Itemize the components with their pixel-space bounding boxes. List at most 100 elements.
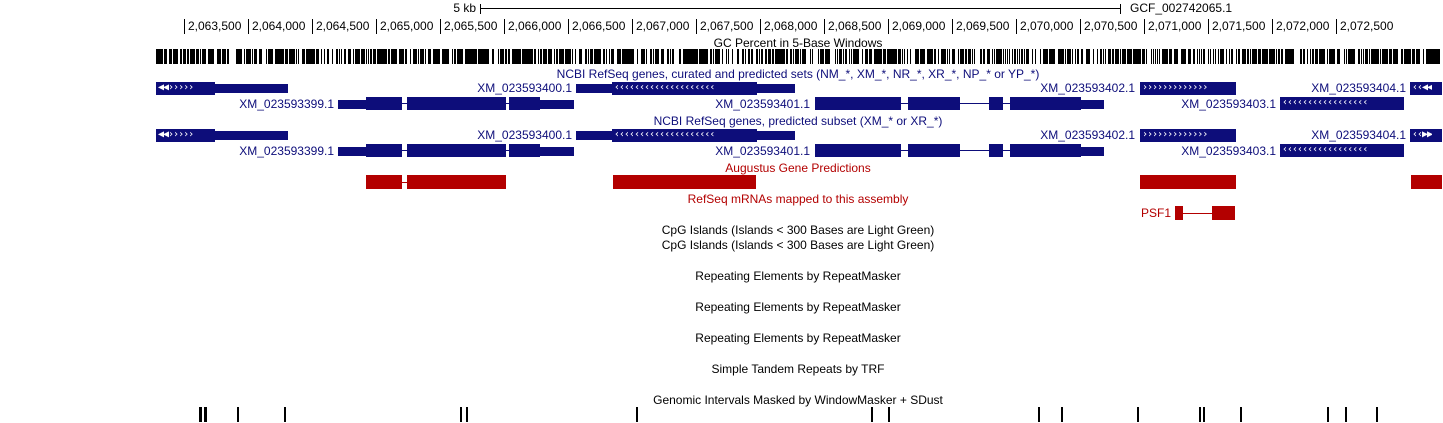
masked-interval[interactable] bbox=[204, 407, 207, 422]
ruler-tick bbox=[1272, 19, 1273, 34]
gc-window bbox=[777, 49, 778, 64]
gene-label-xm402[interactable]: XM_023593402.1 bbox=[1040, 81, 1135, 95]
track-title-rmsk-2[interactable]: Repeating Elements by RepeatMasker bbox=[695, 300, 901, 314]
pred-label-xm400[interactable]: XM_023593400.1 bbox=[477, 128, 572, 142]
track-title-windowmasker[interactable]: Genomic Intervals Masked by WindowMasker… bbox=[653, 393, 943, 407]
track-title-gc-percent[interactable]: GC Percent in 5-Base Windows bbox=[713, 36, 883, 50]
gc-window bbox=[597, 49, 598, 64]
gene-xm402-exon-b[interactable] bbox=[908, 97, 960, 110]
pred-xm399-exon-a[interactable]: ◀◀››››› bbox=[156, 129, 215, 142]
augustus-exon-c[interactable] bbox=[613, 175, 756, 189]
masked-interval[interactable] bbox=[237, 407, 239, 422]
masked-interval[interactable] bbox=[466, 407, 468, 422]
gc-window bbox=[1190, 49, 1191, 64]
gene-label-xm399[interactable]: XM_023593399.1 bbox=[239, 97, 334, 111]
masked-interval[interactable] bbox=[460, 407, 462, 422]
gc-window bbox=[922, 49, 923, 64]
masked-interval[interactable] bbox=[284, 407, 286, 422]
pred-label-xm404[interactable]: XM_023593404.1 bbox=[1311, 128, 1406, 142]
mrna-psf1-exon-b[interactable] bbox=[1212, 206, 1235, 220]
gene-xm399-exon-a[interactable]: ◀◀››››› bbox=[156, 82, 215, 95]
pred-xm400-utr-a[interactable] bbox=[576, 131, 612, 140]
gc-window bbox=[668, 49, 669, 64]
gc-window bbox=[1082, 49, 1083, 64]
pred-xm402-exon-c[interactable] bbox=[989, 144, 1003, 157]
pred-xm400-utr-b[interactable] bbox=[757, 131, 795, 140]
masked-interval[interactable] bbox=[888, 407, 890, 422]
pred-xm402-exon-a[interactable] bbox=[815, 144, 901, 157]
gene-label-xm403[interactable]: XM_023593403.1 bbox=[1181, 97, 1276, 111]
gc-window bbox=[624, 49, 625, 64]
track-title-trf[interactable]: Simple Tandem Repeats by TRF bbox=[711, 362, 885, 376]
gc-window bbox=[628, 49, 629, 64]
pred-xm401-exon-c[interactable] bbox=[509, 144, 540, 157]
gene-xm402-exon-a[interactable] bbox=[815, 97, 901, 110]
gene-xm402-utr[interactable] bbox=[1081, 100, 1104, 109]
pred-label-xm401[interactable]: XM_023593401.1 bbox=[715, 144, 810, 158]
pred-label-xm402[interactable]: XM_023593402.1 bbox=[1040, 128, 1135, 142]
pred-xm403-exon[interactable]: ‹‹‹‹‹‹‹‹‹‹‹‹‹‹‹‹‹ bbox=[1280, 144, 1404, 157]
masked-interval[interactable] bbox=[1061, 407, 1063, 422]
gene-xm402-exon-c[interactable] bbox=[989, 97, 1003, 110]
masked-interval[interactable] bbox=[1345, 407, 1347, 422]
pred-xm400-exon[interactable]: ‹‹‹‹‹‹‹‹‹‹‹‹‹‹‹‹‹‹‹‹ bbox=[612, 129, 757, 142]
mrna-psf1-exon-a[interactable] bbox=[1175, 206, 1183, 220]
track-title-refseq-all[interactable]: NCBI RefSeq genes, curated and predicted… bbox=[556, 67, 1040, 81]
pred-xm401-exon-a[interactable] bbox=[366, 144, 402, 157]
gc-window bbox=[855, 49, 856, 64]
gene-label-xm400[interactable]: XM_023593400.1 bbox=[477, 81, 572, 95]
masked-interval[interactable] bbox=[1199, 407, 1201, 422]
gene-label-xm404[interactable]: XM_023593404.1 bbox=[1311, 81, 1406, 95]
gene-xm403-exon[interactable]: ‹‹‹‹‹‹‹‹‹‹‹‹‹‹‹‹‹ bbox=[1280, 97, 1404, 110]
track-title-rmsk-1[interactable]: Repeating Elements by RepeatMasker bbox=[695, 269, 901, 283]
gene-xm401-exon-a[interactable] bbox=[366, 97, 402, 110]
mrna-label-psf1[interactable]: PSF1 bbox=[1140, 206, 1171, 220]
pred-xm399-utr[interactable] bbox=[215, 131, 288, 140]
ruler-tick-label: 2,067,000 bbox=[636, 19, 690, 33]
masked-interval[interactable] bbox=[871, 407, 873, 422]
masked-interval[interactable] bbox=[1137, 407, 1139, 422]
pred-xm404-exon[interactable]: ‹‹▶▶ bbox=[1410, 129, 1442, 142]
masked-interval[interactable] bbox=[1240, 407, 1242, 422]
pred-xm402-exon-d[interactable] bbox=[1010, 144, 1081, 157]
masked-interval[interactable] bbox=[1327, 407, 1329, 422]
augustus-exon-b[interactable] bbox=[407, 175, 506, 189]
pred-label-xm403[interactable]: XM_023593403.1 bbox=[1181, 144, 1276, 158]
gene-xm400-utr-b[interactable] bbox=[757, 84, 795, 93]
masked-interval[interactable] bbox=[1376, 407, 1378, 422]
pred-xm401-exon-b[interactable] bbox=[407, 144, 506, 157]
augustus-exon-e[interactable] bbox=[1411, 175, 1442, 189]
gene-xm402-exon-d[interactable] bbox=[1010, 97, 1081, 110]
track-title-refseq-mrna[interactable]: RefSeq mRNAs mapped to this assembly bbox=[687, 192, 909, 206]
track-title-cpg-1[interactable]: CpG Islands (Islands < 300 Bases are Lig… bbox=[661, 223, 935, 237]
masked-interval[interactable] bbox=[1038, 407, 1040, 422]
pred-label-xm399[interactable]: XM_023593399.1 bbox=[239, 144, 334, 158]
track-title-refseq-predicted[interactable]: NCBI RefSeq genes, predicted subset (XM_… bbox=[653, 114, 943, 128]
gene-xm401-utr-a[interactable] bbox=[338, 100, 366, 109]
pred-xm402-exon-b[interactable] bbox=[908, 144, 960, 157]
augustus-exon-a[interactable] bbox=[366, 175, 402, 189]
gene-xm400-exon[interactable]: ‹‹‹‹‹‹‹‹‹‹‹‹‹‹‹‹‹‹‹‹ bbox=[612, 82, 757, 95]
gene-xm399-utr[interactable] bbox=[215, 84, 288, 93]
gene-xm401-exon-b[interactable] bbox=[407, 97, 506, 110]
gc-window bbox=[854, 49, 855, 64]
gene-label-xm401[interactable]: XM_023593401.1 bbox=[715, 97, 810, 111]
track-title-rmsk-3[interactable]: Repeating Elements by RepeatMasker bbox=[695, 331, 901, 345]
pred-xm402-exon[interactable]: ››››››››››››› bbox=[1140, 129, 1236, 142]
gene-xm401-utr-b[interactable] bbox=[540, 100, 574, 109]
masked-interval[interactable] bbox=[636, 407, 638, 422]
augustus-exon-d[interactable] bbox=[1140, 175, 1236, 189]
pred-xm401-utr-b[interactable] bbox=[540, 147, 574, 156]
masked-interval[interactable] bbox=[199, 407, 202, 422]
gene-xm400-utr-a[interactable] bbox=[576, 84, 612, 93]
track-title-cpg-2[interactable]: CpG Islands (Islands < 300 Bases are Lig… bbox=[661, 238, 935, 252]
masked-interval[interactable] bbox=[1203, 407, 1205, 422]
pred-xm402-utr[interactable] bbox=[1081, 147, 1104, 156]
gene-xm404-exon[interactable]: ‹‹◀◀ bbox=[1410, 82, 1442, 95]
gc-window bbox=[350, 49, 351, 64]
pred-xm401-utr-a[interactable] bbox=[338, 147, 366, 156]
track-title-augustus[interactable]: Augustus Gene Predictions bbox=[725, 161, 871, 175]
gc-window bbox=[520, 49, 521, 64]
gene-xm402-exon[interactable]: ››››››››››››› bbox=[1140, 82, 1236, 95]
gene-xm401-exon-c[interactable] bbox=[509, 97, 540, 110]
